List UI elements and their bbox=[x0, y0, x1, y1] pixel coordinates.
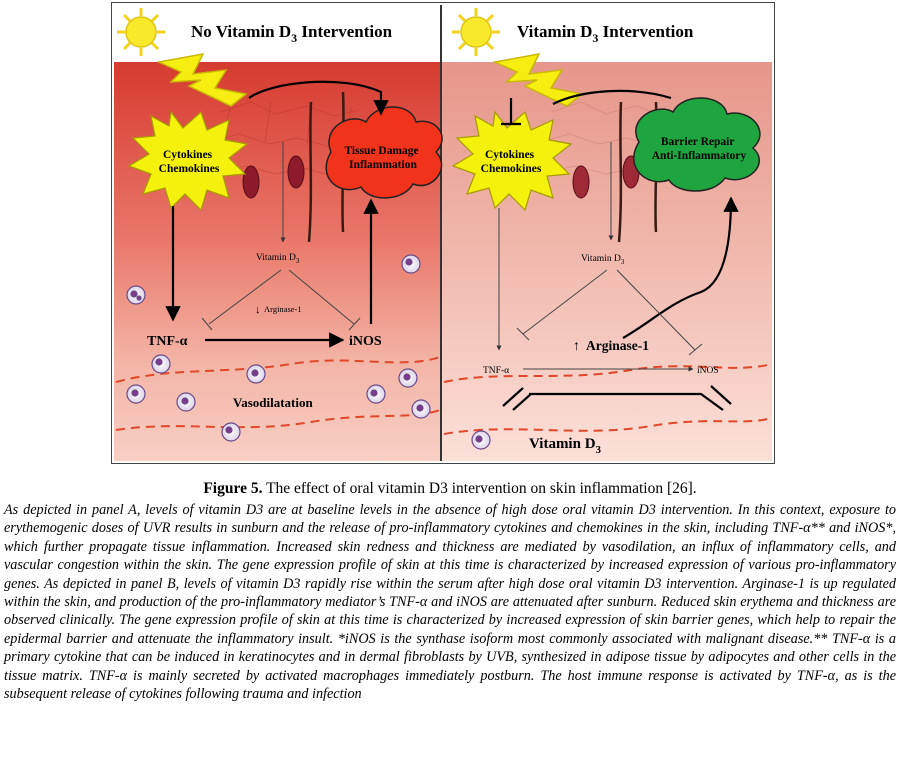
inos-label-left: iNOS bbox=[349, 334, 382, 349]
lightning-bolt-icon bbox=[492, 52, 584, 107]
right-pathway-arrows bbox=[501, 89, 739, 411]
figure-caption-title: Figure 5. The effect of oral vitamin D3 … bbox=[203, 480, 697, 497]
arginase-label-right: Arginase-1 bbox=[586, 338, 649, 353]
tnf-label-right: TNF-α bbox=[483, 366, 509, 376]
vitamin-d-label-left: Vitamin D3 bbox=[256, 253, 300, 265]
vitamin-d-label-right: Vitamin D3 bbox=[581, 254, 625, 266]
inos-label-right: iNOS bbox=[697, 366, 719, 376]
cytokines-label-right: Cytokines Chemokines bbox=[481, 149, 542, 175]
arginase-arrow-right: ↑ bbox=[573, 339, 580, 354]
tissue-damage-cloud bbox=[325, 106, 443, 199]
immune-cells bbox=[126, 254, 491, 450]
barrier-repair-cloud bbox=[633, 97, 761, 192]
left-vitd-inhibition bbox=[201, 142, 361, 331]
panel-right-title: Vitamin D3 Intervention bbox=[517, 22, 694, 45]
vessel-lines-right bbox=[443, 363, 773, 435]
lightning-bolt-icon bbox=[156, 52, 248, 107]
left-pathway-arrows bbox=[165, 80, 389, 348]
barrier-repair-label: Barrier Repair Anti-Inflammatory bbox=[652, 136, 747, 162]
figure-caption-body: As depicted in panel A, levels of vitami… bbox=[4, 502, 896, 703]
right-vitd-inhibition bbox=[496, 142, 703, 372]
vessel-lines-left bbox=[115, 356, 441, 431]
vitamin-d-bottom-label: Vitamin D3 bbox=[529, 436, 602, 456]
vitamin-d-diagram: No Vitamin D3 Intervention Vitamin D3 In… bbox=[111, 2, 775, 464]
arginase-arrow-left: ↓ bbox=[255, 304, 261, 316]
tnf-label-left: TNF-α bbox=[147, 334, 188, 349]
vasodilatation-label: Vasodilatation bbox=[233, 395, 313, 410]
panel-right bbox=[442, 5, 772, 461]
arginase-label-left: Arginase-1 bbox=[264, 304, 302, 314]
panel-left bbox=[114, 5, 440, 461]
cytokines-burst-right bbox=[451, 110, 573, 212]
sun-icon bbox=[452, 8, 500, 56]
cytokines-burst-left bbox=[127, 110, 249, 212]
panel-left-title: No Vitamin D3 Intervention bbox=[191, 22, 393, 45]
tissue-damage-label: Tissue Damage Inflammation bbox=[344, 145, 421, 171]
cytokines-label-left: Cytokines Chemokines bbox=[159, 149, 220, 175]
sun-icon bbox=[117, 8, 165, 56]
